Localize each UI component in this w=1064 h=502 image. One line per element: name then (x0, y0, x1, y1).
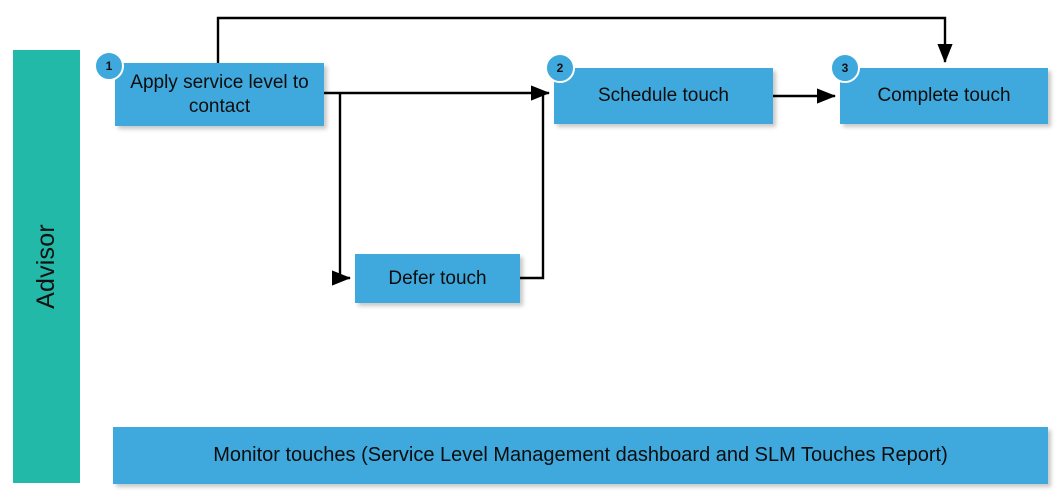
step-badge-3: 3 (830, 53, 860, 83)
node-monitor-touches[interactable]: Monitor touches (Service Level Managemen… (113, 427, 1048, 484)
step-badge-2: 2 (545, 53, 575, 83)
node-complete-touch[interactable]: Complete touch (840, 68, 1048, 124)
swimlane-advisor: Advisor (13, 50, 80, 483)
edge-apply-to-defer (331, 93, 351, 286)
node-apply-service-level[interactable]: Apply service level to contact (115, 63, 324, 126)
node-defer-touch[interactable]: Defer touch (355, 254, 520, 303)
step-badge-1: 1 (94, 51, 124, 81)
node-schedule-touch[interactable]: Schedule touch (554, 68, 773, 124)
edge-defer-to-schedule (520, 94, 545, 280)
swimlane-label: Advisor (32, 224, 61, 309)
